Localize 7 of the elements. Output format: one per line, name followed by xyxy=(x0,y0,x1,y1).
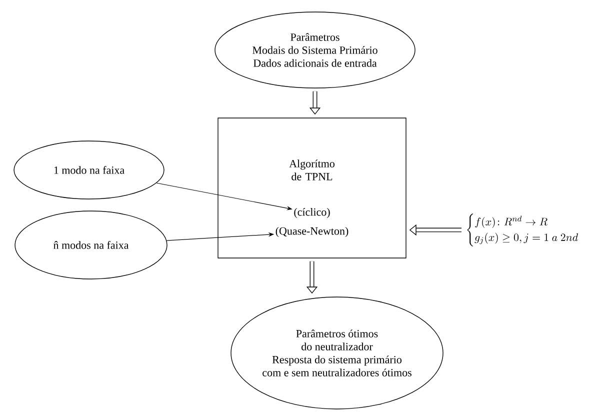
ellipse-node: n̂ modos na faixa xyxy=(14,210,168,280)
ellipse-node: Parâmetros Modais do Sistema Primário Dados adicionais de entrada xyxy=(214,12,416,88)
node-text: (Quase-Newton) xyxy=(276,227,348,237)
node-text: (cíclico) xyxy=(294,208,330,218)
constraint-formula: $\begin{cases} f(x)\colon R^{nd} \to R \\ g_j(x) \ge 0, j = 1\ a\ 2nd \end{cases}$ xyxy=(467,214,578,246)
ellipse-node: Parâmetros ótimos do neutralizador Resposta do sistema primário com e sem neutralizadores ótimos xyxy=(230,296,444,410)
ellipse-node: 1 modo na faixa xyxy=(14,140,164,200)
